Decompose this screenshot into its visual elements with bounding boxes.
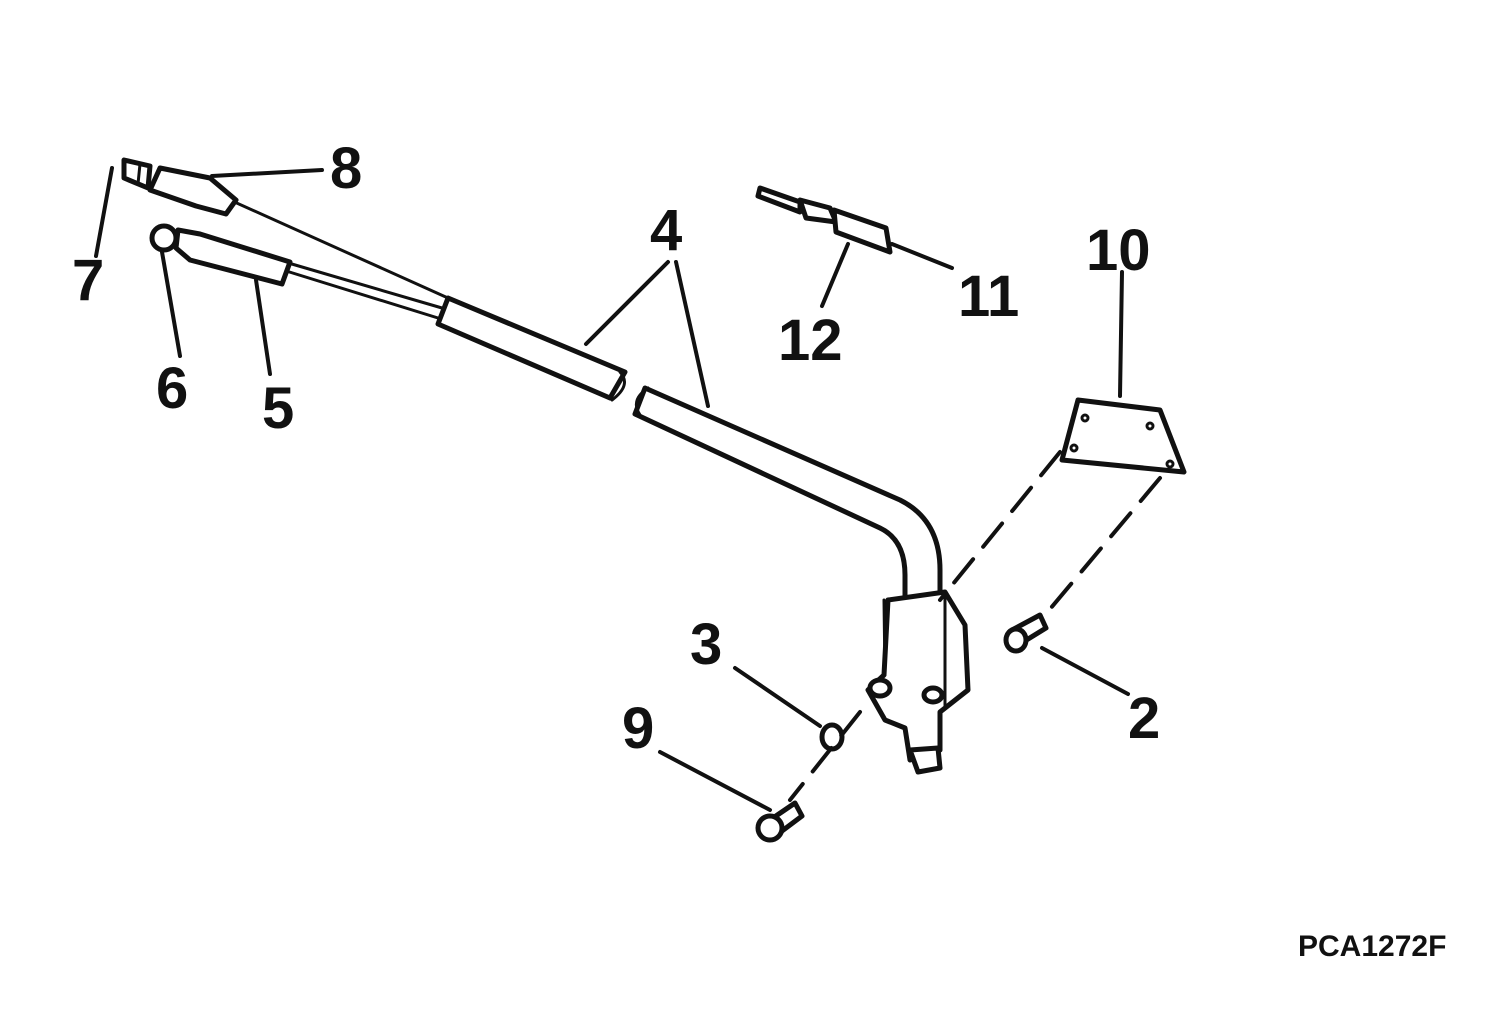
callout-10: 10: [1086, 218, 1151, 283]
screw-2: [1003, 612, 1049, 654]
callout-9: 9: [622, 696, 654, 761]
switch-body: [865, 589, 971, 775]
callout-3: 3: [690, 612, 722, 677]
mounting-plate: [1059, 397, 1187, 475]
callout-8: 8: [330, 136, 362, 201]
callout-11: 11: [958, 264, 1019, 329]
leader-lines: [94, 166, 1130, 812]
callout-6: 6: [156, 356, 188, 421]
callout-12: 12: [778, 308, 843, 373]
washer-3: [819, 722, 845, 752]
callout-4: 4: [650, 198, 682, 263]
bullet-connector: [121, 157, 239, 217]
callout-2: 2: [1128, 686, 1160, 751]
figure-code: PCA1272F: [1298, 930, 1446, 963]
callout-7: 7: [72, 248, 104, 313]
callout-5: 5: [262, 376, 294, 441]
ring-terminal: [149, 223, 293, 287]
screw-9: [755, 800, 805, 843]
callout-labels: 8 7 6 5 4 12 11 10 3 2 9: [72, 136, 1160, 761]
wire-harness: [228, 198, 943, 611]
alignment-lines: [788, 450, 1162, 802]
terminal-pin: [755, 185, 893, 255]
